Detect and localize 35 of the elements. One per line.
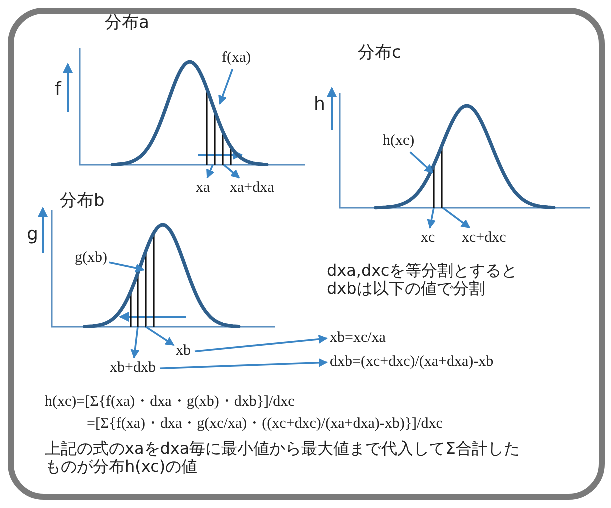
bell-curve-drawing bbox=[339, 93, 590, 210]
arrow bbox=[223, 164, 240, 179]
text-label: xc bbox=[421, 230, 436, 248]
bell-curve-drawing bbox=[51, 210, 275, 329]
arrow bbox=[206, 164, 215, 179]
text-label: xc+dxc bbox=[462, 230, 506, 248]
chart-title: 分布c bbox=[358, 44, 402, 64]
text-label: g(xb) bbox=[75, 250, 108, 268]
text-label: xb bbox=[176, 343, 191, 360]
arrow bbox=[130, 326, 140, 359]
chart-title: 分布a bbox=[105, 14, 150, 34]
leader-line bbox=[218, 68, 234, 105]
leader-line bbox=[410, 152, 434, 174]
chart-title: 分布b bbox=[60, 192, 105, 212]
bell-curve-drawing bbox=[79, 48, 305, 167]
text-label: xb+dxb bbox=[110, 360, 156, 378]
note-text: dxa,dxcを等分割とするとdxbは以下の値で分割 bbox=[327, 262, 519, 299]
leader-line bbox=[109, 262, 145, 273]
arrow bbox=[146, 326, 175, 346]
axis-label: h bbox=[314, 95, 326, 116]
formula-text: =[Σ{f(xa)・dxa・g(xc/xa)・((xc+dxc)/(xa+dxa)-xb)}]/dxc bbox=[87, 416, 443, 434]
text-label: dxb=(xc+dxc)/(xa+dxa)-xb bbox=[330, 354, 494, 372]
arrow bbox=[194, 334, 328, 352]
text-label: xa bbox=[196, 180, 210, 198]
note-text: 上記の式のxaをdxa毎に最小値から最大値まで代入してΣ合計したものが分布h(xc)の値 bbox=[45, 440, 521, 477]
text-label: h(xc) bbox=[383, 133, 415, 150]
axis-label: g bbox=[27, 225, 38, 246]
text-label: xa+dxa bbox=[230, 180, 274, 198]
arrow bbox=[427, 208, 436, 229]
arrow bbox=[442, 207, 471, 229]
text-label: f(xa) bbox=[222, 50, 252, 68]
text-label: xb=xc/xa bbox=[330, 330, 386, 348]
arrow bbox=[160, 358, 328, 370]
axis-label: f bbox=[55, 80, 62, 101]
formula-text: h(xc)=[Σ{f(xa)・dxa・g(xb)・dxb}]/dxc bbox=[45, 394, 295, 412]
